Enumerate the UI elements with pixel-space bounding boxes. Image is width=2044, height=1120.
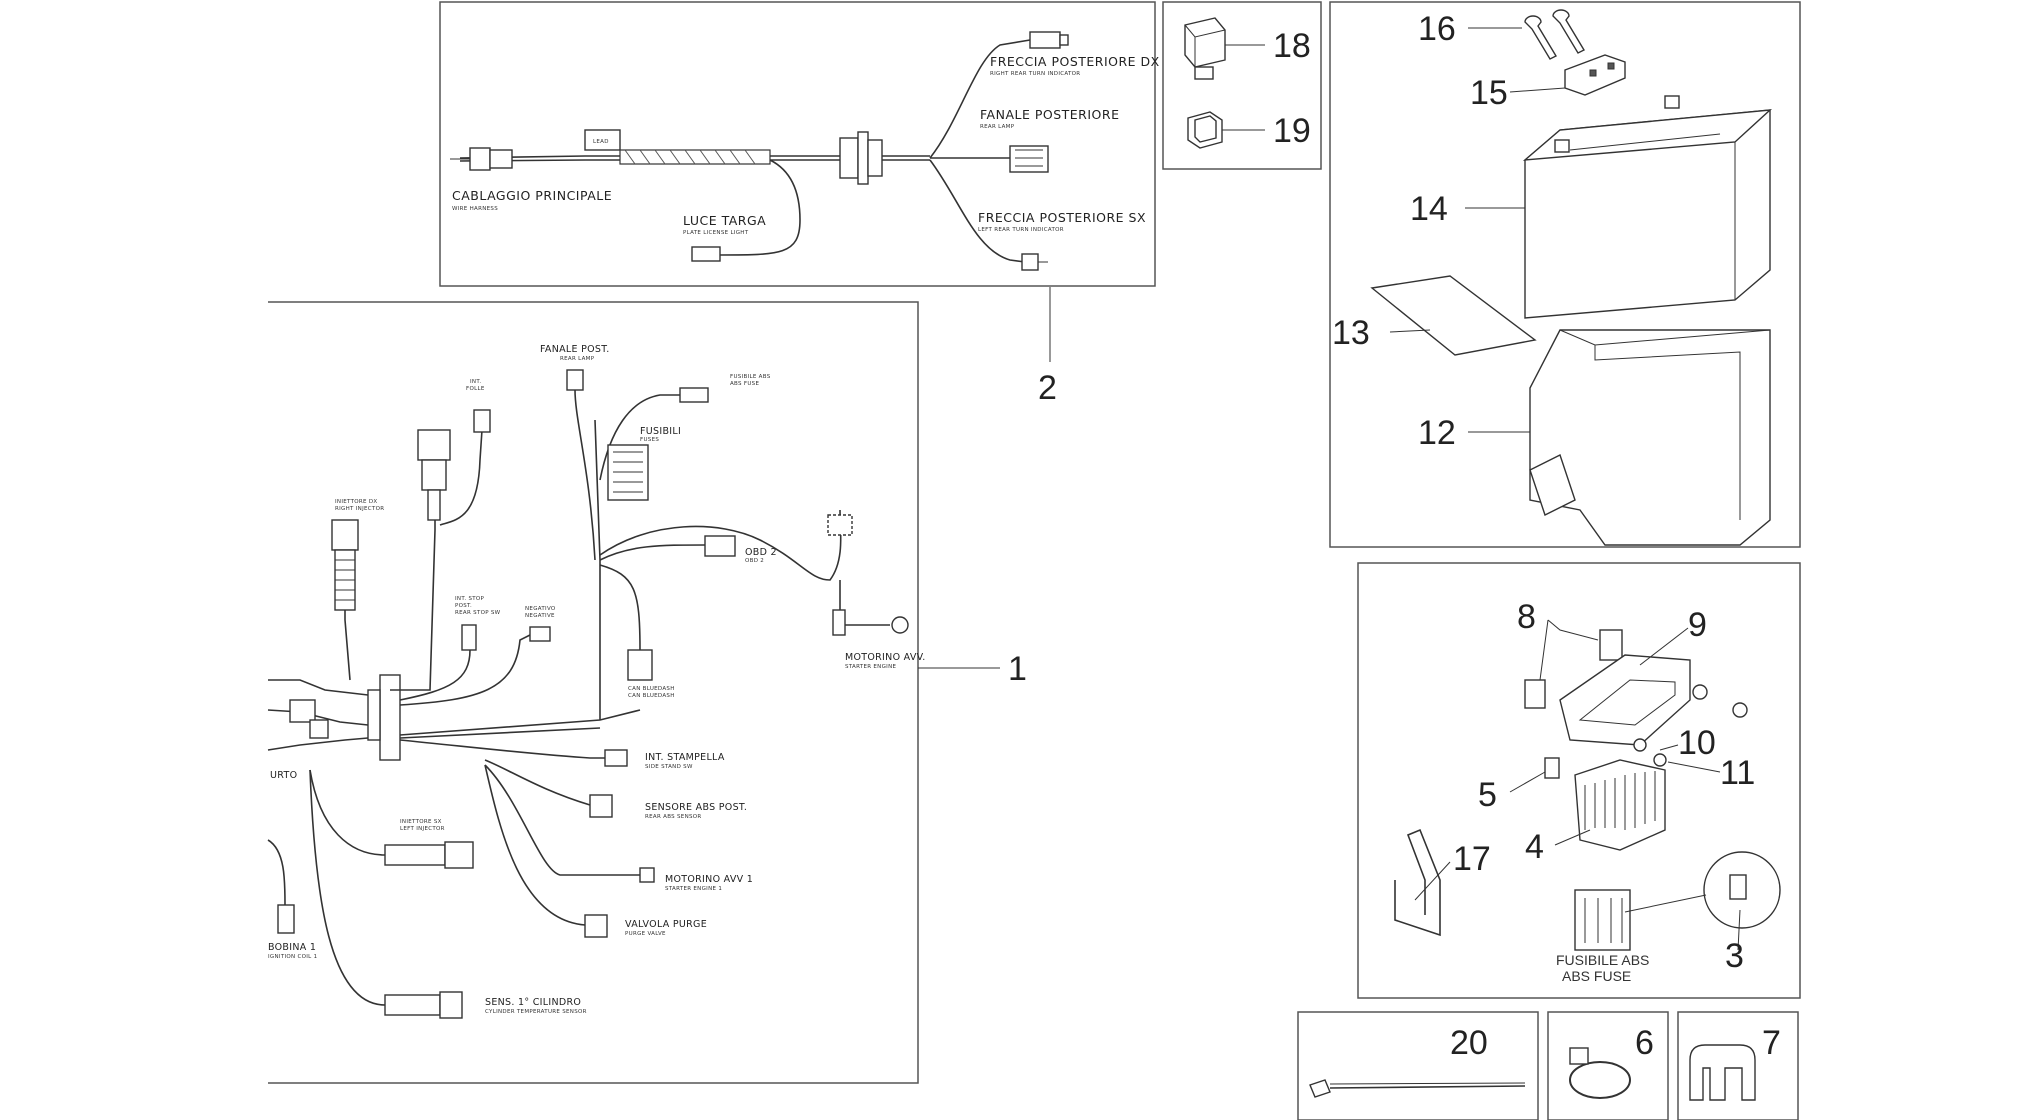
label-stop-2: POST.	[455, 603, 472, 609]
callout-6: 6	[1635, 1024, 1654, 1062]
label-starter1: MOTORINO AVV 1	[665, 874, 753, 885]
label-left-turn-en: LEFT REAR TURN INDICATOR	[978, 227, 1064, 233]
callout-18: 18	[1273, 27, 1311, 65]
callout-13: 13	[1332, 314, 1370, 352]
label-sens-en: CYLINDER TEMPERATURE SENSOR	[485, 1009, 587, 1015]
label-folle-2: FOLLE	[466, 386, 485, 392]
label-fanale-post-en: REAR LAMP	[560, 356, 595, 362]
label-can: CAN BLUEDASH	[628, 686, 675, 692]
label-inj-dx-en: RIGHT INJECTOR	[335, 506, 384, 512]
label-bobina: BOBINA 1	[268, 942, 316, 953]
callout-2: 2	[1038, 369, 1057, 407]
label-inj-sx: INIETTORE SX	[400, 819, 442, 825]
label-inj-dx: INIETTORE DX	[335, 499, 377, 505]
label-plate-light-en: PLATE LICENSE LIGHT	[683, 230, 749, 236]
label-bobina-en: IGNITION COIL 1	[268, 954, 317, 960]
band-panel: 6	[1547, 1011, 1669, 1120]
callout-19: 19	[1273, 112, 1311, 150]
label-obd: OBD 2	[745, 547, 777, 558]
label-abs-fuse-small-en: ABS FUSE	[730, 381, 759, 387]
label-stand-en: SIDE STAND SW	[645, 764, 693, 770]
label-purge: VALVOLA PURGE	[625, 919, 707, 930]
callout-12: 12	[1418, 414, 1456, 452]
callout-9: 9	[1688, 606, 1707, 644]
callout-5: 5	[1478, 776, 1497, 814]
label-rear-lamp: FANALE POSTERIORE	[980, 107, 1119, 122]
callout-1: 1	[1008, 650, 1027, 688]
label-rear-lamp-en: REAR LAMP	[980, 124, 1015, 130]
label-stand: INT. STAMPELLA	[645, 752, 725, 763]
label-starter-en: STARTER ENGINE	[845, 664, 896, 670]
rear-harness-panel: LEAD CABLAGGIO PRINCIPALE WIRE HARNESS L…	[439, 1, 1160, 407]
label-inj-sx-en: LEFT INJECTOR	[400, 826, 445, 832]
label-fusibili-en: FUSES	[640, 437, 659, 443]
main-harness-panel: 1 URTO FANALE POST. REAR LAMP FUSIBILE A…	[267, 301, 1027, 1084]
callout-17: 17	[1453, 840, 1491, 878]
callout-7: 7	[1762, 1024, 1781, 1062]
relay-panel: 18 19	[1162, 1, 1322, 170]
rear-harness-tag: LEAD	[593, 139, 609, 145]
label-obd-en: OBD 2	[745, 558, 764, 564]
fusebox-panel: 8 9 10 11 5 4 17 FUSIBILE ABS ABS FUSE	[1357, 562, 1801, 999]
label-abs-fuse-it: FUSIBILE ABS	[1556, 952, 1649, 968]
callout-14: 14	[1410, 190, 1448, 228]
label-can-en: CAN BLUEDASH	[628, 693, 675, 699]
label-right-turn: FRECCIA POSTERIORE DX	[990, 54, 1160, 69]
label-fusibili: FUSIBILI	[640, 426, 681, 437]
label-stop-en: REAR STOP SW	[455, 610, 501, 616]
callout-10: 10	[1678, 724, 1716, 762]
callout-15: 15	[1470, 74, 1508, 112]
callout-11: 11	[1720, 754, 1755, 792]
label-fanale-post: FANALE POST.	[540, 344, 610, 355]
label-neg-en: NEGATIVE	[525, 613, 555, 619]
callout-4: 4	[1525, 828, 1544, 866]
label-neg: NEGATIVO	[525, 606, 556, 612]
callout-16: 16	[1418, 10, 1456, 48]
label-abs-sensor: SENSORE ABS POST.	[645, 802, 747, 813]
label-main-harness: CABLAGGIO PRINCIPALE	[452, 188, 612, 203]
label-abs-fuse-small: FUSIBILE ABS	[730, 374, 771, 380]
label-main-harness-en: WIRE HARNESS	[452, 206, 498, 212]
cable-tie-panel: 20	[1297, 1011, 1539, 1120]
label-sens: SENS. 1° CILINDRO	[485, 997, 581, 1008]
label-plate-light: LUCE TARGA	[683, 213, 766, 228]
label-right-turn-en: RIGHT REAR TURN INDICATOR	[990, 71, 1080, 77]
label-stop-1: INT. STOP	[455, 596, 485, 602]
label-purge-en: PURGE VALVE	[625, 931, 666, 937]
callout-8: 8	[1517, 598, 1536, 636]
label-folle-1: INT.	[470, 379, 481, 385]
label-left-turn: FRECCIA POSTERIORE SX	[978, 210, 1146, 225]
label-abs-fuse-en: ABS FUSE	[1562, 968, 1631, 984]
label-urto: URTO	[270, 770, 297, 781]
battery-panel: 16 15 14 13 12	[1329, 1, 1801, 548]
clip-panel: 7	[1677, 1011, 1799, 1120]
label-abs-sensor-en: REAR ABS SENSOR	[645, 814, 702, 820]
label-starter1-en: STARTER ENGINE 1	[665, 886, 722, 892]
callout-20: 20	[1450, 1024, 1488, 1062]
callout-3: 3	[1725, 937, 1744, 975]
label-starter: MOTORINO AVV.	[845, 652, 926, 663]
